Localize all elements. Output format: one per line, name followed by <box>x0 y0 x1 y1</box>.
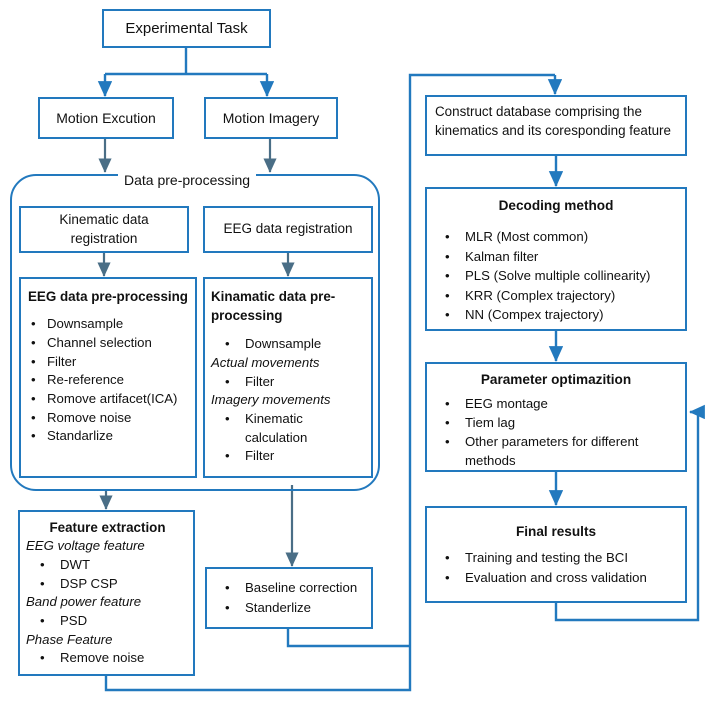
list-item: Kalman filter <box>431 247 681 267</box>
eeg-preprocessing-title: EEG data pre-processing <box>28 289 188 304</box>
list-item: Filter <box>211 373 367 392</box>
baseline-list: Baseline correction Standerlize <box>211 578 367 618</box>
list-item: PSD <box>26 612 189 631</box>
final-results-title: Final results <box>515 524 597 539</box>
list-item: Training and testing the BCI <box>431 548 681 568</box>
decoding-method-title: Decoding method <box>498 198 614 213</box>
data-preprocessing-label: Data pre-processing <box>124 172 251 188</box>
node-motion-imagery[interactable]: Motion Imagery <box>204 97 338 139</box>
list-item: Downsample <box>211 335 367 354</box>
feature-group-bandpower: Band power feature <box>26 594 142 610</box>
kinematic-registration-label: Kinematic data registration <box>59 212 149 246</box>
construct-database-label: Construct database comprising the kinema… <box>435 104 671 139</box>
parameter-optimization-list: EEG montage Tiem lag Other parameters fo… <box>431 394 681 471</box>
kinematic-preprocessing-title: Kinamatic data pre-processing <box>211 289 336 324</box>
kinematic-group-imagery: Imagery movements <box>211 392 331 408</box>
list-item: Re-reference <box>25 371 191 390</box>
node-kinematic-preprocessing[interactable]: Kinamatic data pre-processing Downsample… <box>203 277 373 478</box>
feature-group-phase: Phase Feature <box>26 631 113 647</box>
feature-bandpower-list: PSD <box>26 612 189 631</box>
motion-imagery-label: Motion Imagery <box>222 110 320 126</box>
node-feature-extraction[interactable]: Feature extraction EEG voltage feature D… <box>18 510 195 676</box>
eeg-registration-label: EEG data registration <box>223 221 353 237</box>
list-item: KRR (Complex trajectory) <box>431 286 681 306</box>
experimental-task-label: Experimental Task <box>125 20 248 37</box>
feature-extraction-title: Feature extraction <box>49 520 166 535</box>
feature-phase-list: Remove noise <box>26 649 189 668</box>
wire-baseline-to-trunk <box>286 629 410 648</box>
list-item: DWT <box>26 556 189 575</box>
list-item: Tiem lag <box>431 413 681 432</box>
node-kinematic-registration[interactable]: Kinematic data registration <box>19 206 189 253</box>
node-experimental-task[interactable]: Experimental Task <box>102 9 271 48</box>
node-baseline-correction[interactable]: Baseline correction Standerlize <box>205 567 373 629</box>
list-item: Channel selection <box>25 334 191 353</box>
node-parameter-optimization[interactable]: Parameter optimazition EEG montage Tiem … <box>425 362 687 472</box>
feature-voltage-list: DWT DSP CSP <box>26 556 189 593</box>
kinematic-preprocessing-top-list: Downsample <box>211 335 367 354</box>
decoding-method-list: MLR (Most common) Kalman filter PLS (Sol… <box>431 227 681 325</box>
final-results-list: Training and testing the BCI Evaluation … <box>431 548 681 588</box>
list-item: Kinematic calculation <box>211 410 367 447</box>
node-motion-execution[interactable]: Motion Excution <box>38 97 174 139</box>
parameter-optimization-title: Parameter optimazition <box>480 372 632 387</box>
list-item: Filter <box>211 447 367 466</box>
node-decoding-method[interactable]: Decoding method MLR (Most common) Kalman… <box>425 187 687 331</box>
list-item: Standerlize <box>211 598 367 618</box>
list-item: EEG montage <box>431 394 681 413</box>
eeg-preprocessing-list: Downsample Channel selection Filter Re-r… <box>25 315 191 446</box>
kinematic-actual-list: Filter <box>211 373 367 392</box>
node-eeg-registration[interactable]: EEG data registration <box>203 206 373 253</box>
list-item: Remove noise <box>26 649 189 668</box>
motion-execution-label: Motion Excution <box>56 110 156 126</box>
list-item: PLS (Solve multiple collinearity) <box>431 266 681 286</box>
list-item: MLR (Most common) <box>431 227 681 247</box>
list-item: Romove artifacet(ICA) <box>25 390 191 409</box>
list-item: Filter <box>25 353 191 372</box>
kinematic-imagery-list: Kinematic calculation Filter <box>211 410 367 466</box>
node-eeg-preprocessing[interactable]: EEG data pre-processing Downsample Chann… <box>19 277 197 478</box>
list-item: DSP CSP <box>26 575 189 594</box>
node-construct-database[interactable]: Construct database comprising the kinema… <box>425 95 687 156</box>
list-item: Evaluation and cross validation <box>431 568 681 588</box>
list-item: Romove noise <box>25 409 191 428</box>
list-item: Downsample <box>25 315 191 334</box>
group-data-preprocessing-label: Data pre-processing <box>118 172 257 188</box>
list-item: Other parameters for different methods <box>431 432 681 470</box>
list-item: NN (Compex trajectory) <box>431 305 681 325</box>
node-final-results[interactable]: Final results Training and testing the B… <box>425 506 687 603</box>
feature-group-voltage: EEG voltage feature <box>26 538 145 554</box>
list-item: Standarlize <box>25 427 191 446</box>
list-item: Baseline correction <box>211 578 367 598</box>
kinematic-group-actual: Actual movements <box>211 354 320 370</box>
